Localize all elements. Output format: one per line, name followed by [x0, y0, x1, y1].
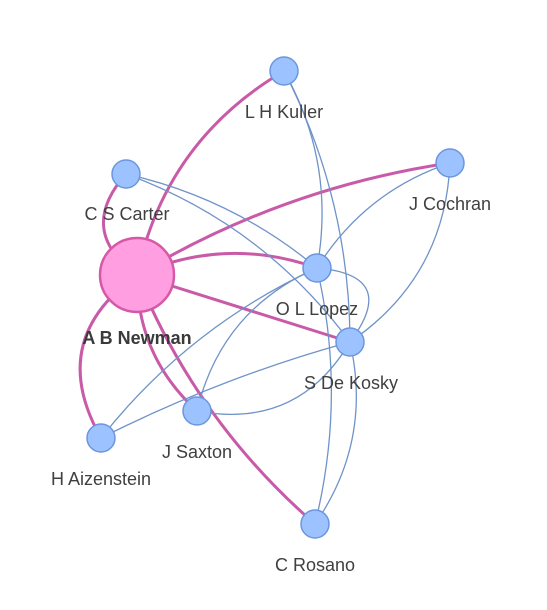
- edge-dekosky-rosano: [314, 341, 357, 525]
- edge-carter-lopez: [125, 173, 318, 269]
- node-carter[interactable]: [111, 159, 141, 189]
- edge-lopez-rosano: [314, 267, 333, 525]
- edge-lopez-dekosky: [316, 267, 370, 343]
- node-aizenstein[interactable]: [86, 423, 116, 453]
- label-layer: A B Newman L H Kuller C S Carter J CochranO…: [51, 102, 491, 575]
- node-saxton[interactable]: [182, 396, 212, 426]
- node-dekosky[interactable]: [335, 327, 365, 357]
- edge-lopez-saxton: [196, 267, 318, 412]
- node-newman[interactable]: [98, 236, 176, 314]
- edge-cochran-dekosky: [349, 162, 451, 343]
- node-label-carter: C S Carter: [84, 204, 169, 224]
- node-label-kuller: L H Kuller: [245, 102, 323, 122]
- edge-dekosky-aizenstein: [100, 341, 351, 439]
- edge-kuller-lopez: [283, 70, 323, 269]
- node-rosano[interactable]: [300, 509, 330, 539]
- edge-lopez-aizenstein: [100, 267, 318, 439]
- node-label-rosano: C Rosano: [275, 555, 355, 575]
- edge-carter-dekosky: [125, 173, 351, 343]
- edge-cochran-lopez: [316, 162, 451, 269]
- node-layer: [86, 56, 465, 539]
- edge-newman-cochran: [135, 161, 452, 277]
- node-kuller[interactable]: [269, 56, 299, 86]
- node-label-dekosky: S De Kosky: [304, 373, 398, 393]
- node-label-lopez: O L Lopez: [276, 299, 358, 319]
- node-lopez[interactable]: [302, 253, 332, 283]
- node-label-newman: A B Newman: [82, 328, 191, 348]
- edge-dekosky-saxton: [196, 341, 351, 415]
- node-cochran[interactable]: [435, 148, 465, 178]
- node-label-cochran: J Cochran: [409, 194, 491, 214]
- node-label-saxton: J Saxton: [162, 442, 232, 462]
- edge-kuller-dekosky: [283, 70, 351, 343]
- node-label-aizenstein: H Aizenstein: [51, 469, 151, 489]
